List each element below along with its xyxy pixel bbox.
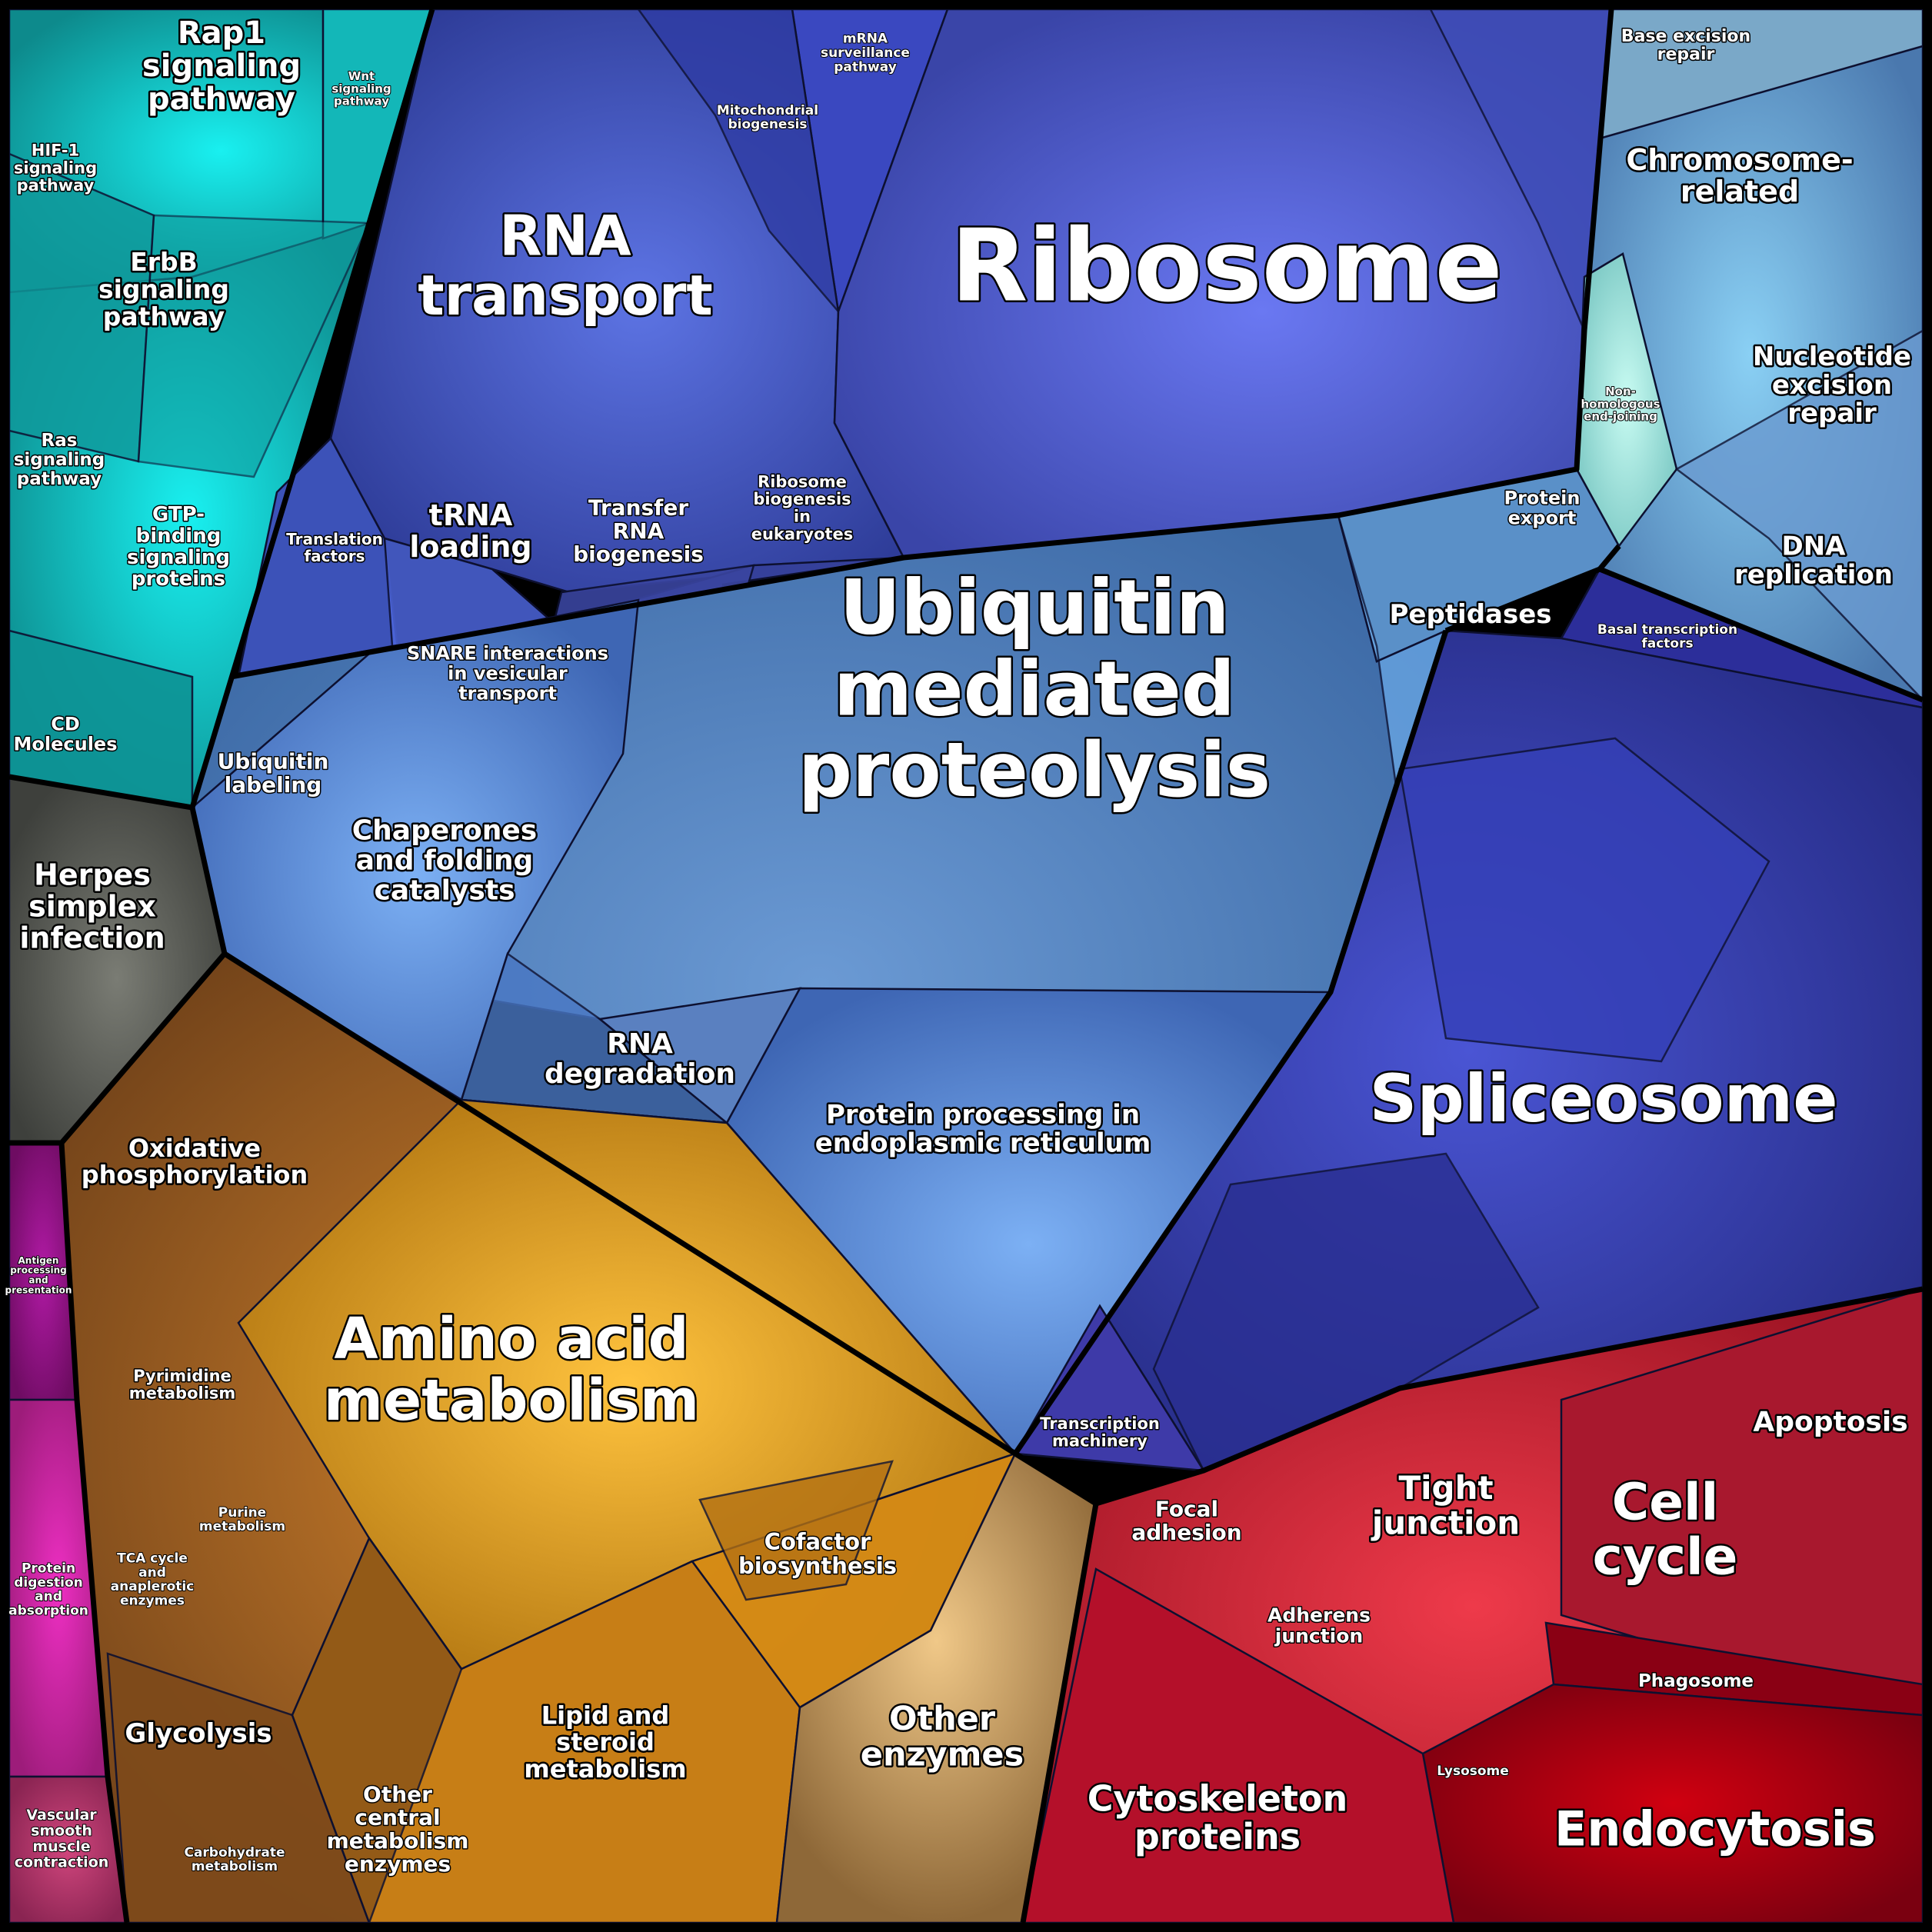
- label-phagosome: Phagosome: [1638, 1671, 1754, 1691]
- label-chromosome: Chromosome-related: [1626, 143, 1853, 208]
- label-glycolysis: Glycolysis: [125, 1718, 271, 1749]
- label-spliceosome: Spliceosome: [1369, 1061, 1837, 1138]
- label-endocytosis: Endocytosis: [1554, 1801, 1876, 1857]
- label-lysosome: Lysosome: [1437, 1764, 1509, 1779]
- label-ribosome: Ribosome: [951, 208, 1502, 325]
- folding-group: [191, 514, 1448, 1456]
- label-peptidases: Peptidases: [1389, 599, 1551, 630]
- dna-group: [1337, 8, 1924, 709]
- label-apoptosis: Apoptosis: [1753, 1407, 1907, 1438]
- metabolism-group: [60, 952, 1098, 1926]
- signaling-group: [8, 8, 434, 809]
- cellular-group: [1021, 1287, 1924, 1924]
- splicing-group: [1013, 629, 1924, 1472]
- translation-group: [230, 8, 1613, 678]
